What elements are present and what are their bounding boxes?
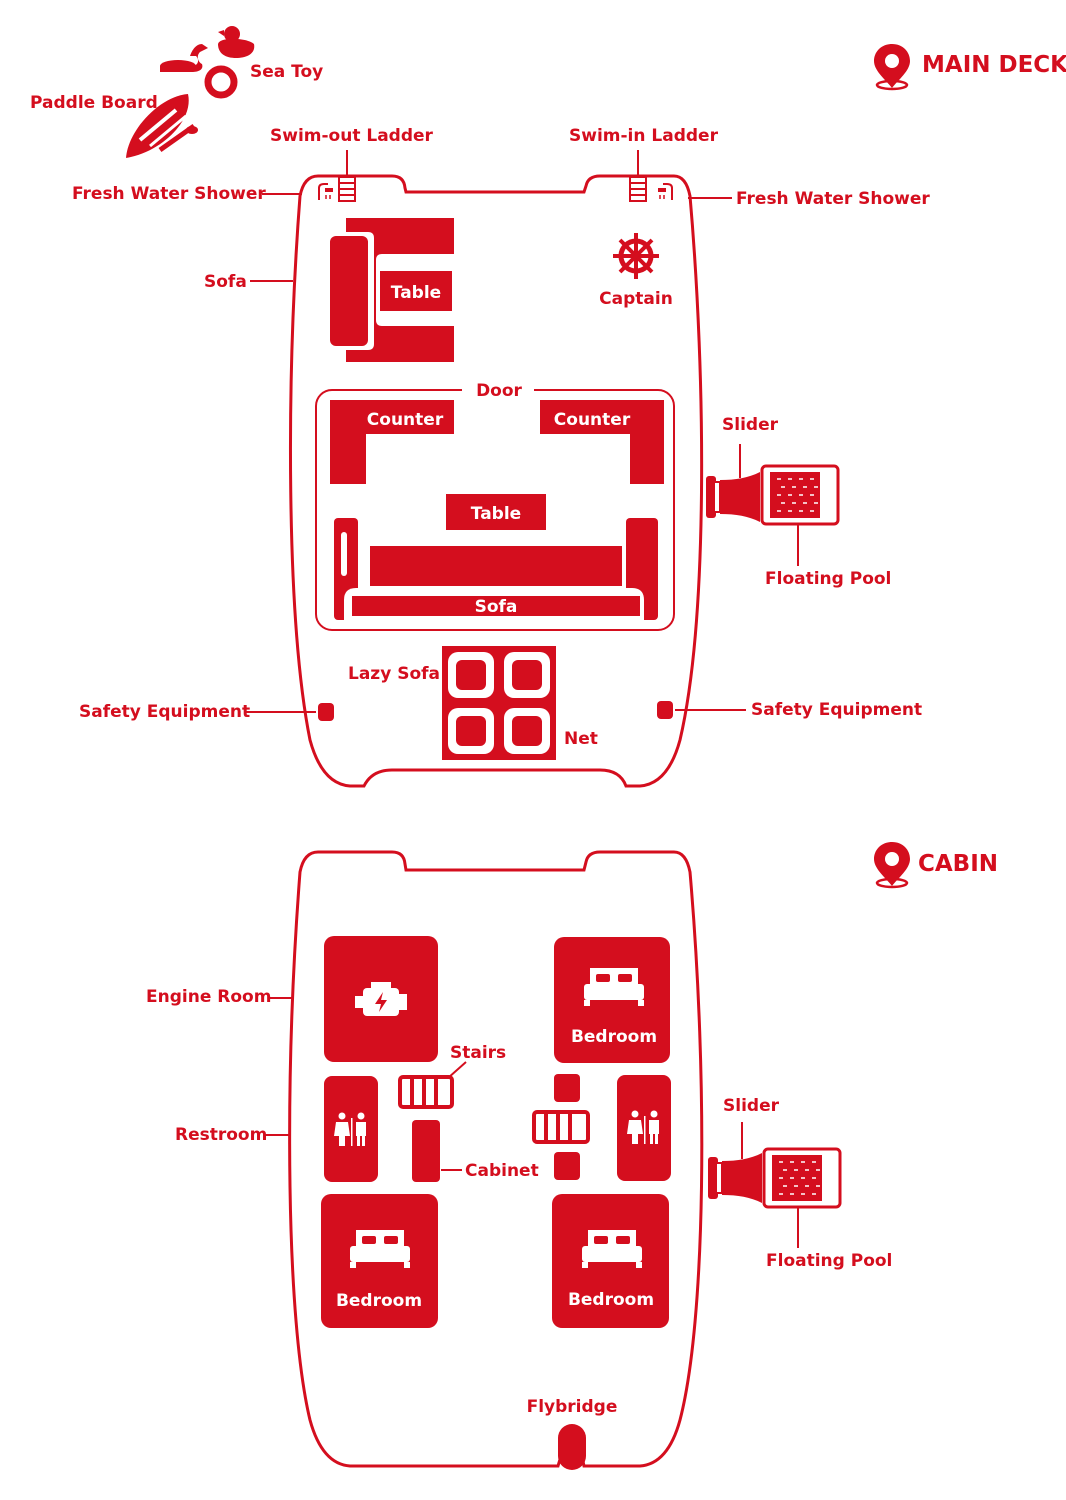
table-top-label: Table bbox=[391, 283, 441, 303]
cabinet-label: Cabinet bbox=[465, 1161, 539, 1181]
aft-sofa bbox=[330, 218, 454, 362]
engine-icon bbox=[355, 982, 407, 1016]
stairs-left-icon bbox=[398, 1075, 454, 1109]
cabin-slider-label: Slider bbox=[723, 1096, 780, 1116]
salon-table bbox=[446, 494, 546, 530]
cabin-hull bbox=[288, 850, 704, 1468]
bedroom-bl-label: Bedroom bbox=[336, 1291, 422, 1311]
bed-icon bbox=[584, 968, 644, 1006]
restroom-label: Restroom bbox=[175, 1125, 267, 1145]
pool-water-pattern bbox=[777, 478, 820, 1195]
bed-icon bbox=[582, 1230, 642, 1268]
floating-pool-label: Floating Pool bbox=[765, 569, 891, 589]
paddle-board-icon bbox=[126, 94, 198, 158]
bed-icon bbox=[350, 1230, 410, 1268]
safety-equipment-right bbox=[657, 701, 673, 719]
cabin-title-group: CABIN bbox=[874, 842, 998, 889]
slider-icon bbox=[706, 444, 760, 522]
main-deck-title: MAIN DECK bbox=[922, 52, 1066, 78]
cabin-title: CABIN bbox=[918, 851, 998, 877]
sea-toy-label: Sea Toy bbox=[250, 62, 323, 82]
counter-right-label: Counter bbox=[554, 410, 631, 430]
location-pin-icon bbox=[874, 842, 910, 889]
flybridge bbox=[558, 1424, 586, 1470]
shower-right-label: Fresh Water Shower bbox=[736, 189, 930, 209]
flybridge-label: Flybridge bbox=[527, 1397, 618, 1417]
cabin-floating-pool-label: Floating Pool bbox=[766, 1251, 892, 1271]
safety-right-label: Safety Equipment bbox=[751, 700, 922, 720]
counter-right bbox=[540, 400, 664, 484]
cabinet-right-bottom bbox=[554, 1152, 580, 1180]
cabin-section: CABIN Engine Room Bedroom bbox=[146, 842, 998, 1470]
helm-wheel-icon bbox=[613, 233, 659, 279]
lazy-sofa-label: Lazy Sofa bbox=[348, 664, 440, 684]
slider-icon bbox=[708, 1122, 762, 1203]
main-deck-section: MAIN DECK Sea Toy Paddle Board bbox=[30, 26, 1066, 788]
location-pin-icon bbox=[874, 44, 910, 91]
bedroom-br-label: Bedroom bbox=[568, 1290, 654, 1310]
shower-icon bbox=[318, 183, 333, 200]
sea-toy-icon bbox=[160, 26, 255, 99]
stairs-right-icon bbox=[532, 1110, 590, 1144]
cabinet-right-top bbox=[554, 1074, 580, 1102]
main-deck-title-group: MAIN DECK bbox=[874, 44, 1066, 91]
salon-sofa bbox=[334, 518, 658, 620]
swim-in-ladder-label: Swim-in Ladder bbox=[569, 126, 719, 146]
swim-in-ladder-icon bbox=[629, 176, 647, 202]
main-deck-hull bbox=[289, 174, 704, 788]
restroom-icon bbox=[627, 1110, 659, 1144]
net-label: Net bbox=[564, 729, 598, 749]
swim-out-ladder-label: Swim-out Ladder bbox=[270, 126, 434, 146]
sofa-left-label: Sofa bbox=[204, 272, 247, 292]
door-label: Door bbox=[476, 381, 522, 401]
sofa-bottom-label: Sofa bbox=[475, 597, 518, 617]
counter-left bbox=[330, 400, 454, 484]
bedroom-tr-label: Bedroom bbox=[571, 1027, 657, 1047]
table-mid-label: Table bbox=[471, 504, 521, 524]
safety-equipment-left bbox=[318, 703, 334, 721]
shower-icon bbox=[658, 183, 673, 200]
captain-label: Captain bbox=[599, 289, 673, 309]
slider-label: Slider bbox=[722, 415, 779, 435]
aft-table bbox=[380, 271, 452, 311]
shower-left-label: Fresh Water Shower bbox=[72, 184, 266, 204]
counter-left-label: Counter bbox=[367, 410, 444, 430]
stairs-label: Stairs bbox=[450, 1043, 506, 1063]
swim-out-ladder-icon bbox=[338, 176, 356, 202]
lazy-sofa-net bbox=[442, 646, 556, 760]
cabinet bbox=[412, 1120, 440, 1182]
paddle-board-label: Paddle Board bbox=[30, 93, 158, 113]
safety-left-label: Safety Equipment bbox=[79, 702, 250, 722]
restroom-icon bbox=[334, 1112, 366, 1146]
engine-room-label: Engine Room bbox=[146, 987, 271, 1007]
